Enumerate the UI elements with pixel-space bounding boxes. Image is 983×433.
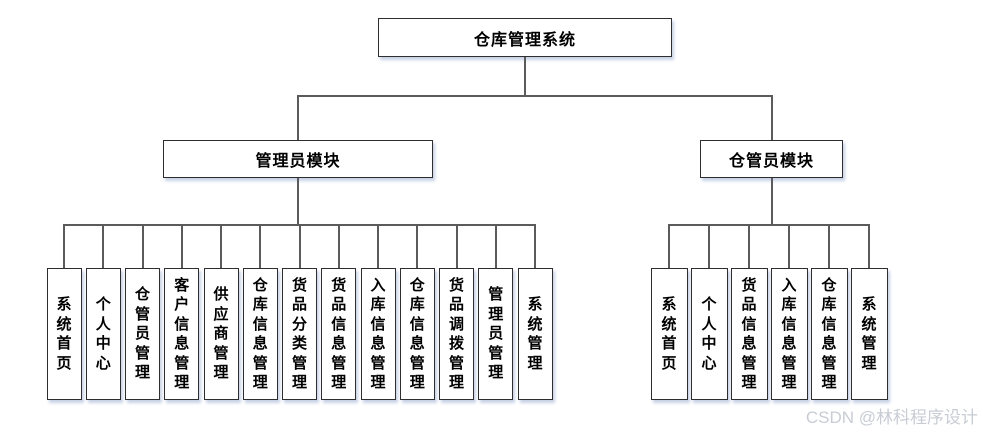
leaf-node-label: 系统管理 [861,296,877,372]
connector-line [298,225,301,268]
connector-line [770,96,773,140]
leaf-node-label: 系统首页 [661,296,677,372]
connector-line [180,225,183,268]
leaf-node: 客户信息管理 [164,268,200,400]
leaf-node-label: 仓库信息管理 [252,276,268,392]
connector-line [788,225,790,268]
module-node-warehouse-keeper: 仓管员模块 [700,140,843,178]
leaf-node: 系统管理 [517,268,553,400]
root-node: 仓库管理系统 [378,18,672,57]
leaf-node-label: 仓库信息管理 [821,276,837,392]
connector-line [377,225,379,268]
leaf-node-label: 仓库信息管理 [409,276,425,392]
leaf-node: 个人中心 [85,268,121,400]
leaf-node: 仓库信息管理 [399,268,435,400]
connector-line [708,225,710,268]
watermark: CSDN @林科程序设计 [805,408,978,427]
leaf-node: 货品信息管理 [730,268,768,400]
connector-line [102,225,105,268]
leaf-node: 个人中心 [690,268,728,400]
root-node-label: 仓库管理系统 [473,31,576,49]
connector-line [534,225,536,268]
leaf-node: 仓管员管理 [125,268,160,400]
leaf-node-label: 系统管理 [527,296,543,372]
leaf-node: 管理员管理 [478,268,514,400]
connector-line [259,225,262,268]
connector-line [297,95,773,97]
connector-line [828,225,830,268]
connector-line [416,225,419,268]
leaf-node: 仓库信息管理 [242,268,278,400]
connector-line [455,225,458,268]
leaf-node-label: 管理员管理 [488,286,504,382]
connector-line [668,225,670,268]
connector-line [868,225,870,268]
leaf-node: 入库信息管理 [770,268,808,400]
leaf-node: 系统管理 [850,268,888,400]
connector-line [297,178,299,225]
leaf-node: 入库信息管理 [360,268,396,400]
leaf-node: 供应商管理 [203,268,239,400]
leaf-node-label: 货品调拨管理 [448,276,464,392]
leaf-node-label: 货品分类管理 [291,276,307,392]
connector-line [770,178,773,225]
leaf-node-label: 供应商管理 [213,286,229,382]
leaf-node-label: 个人中心 [95,296,111,372]
leaf-node: 仓库信息管理 [810,268,848,400]
leaf-node-label: 货品信息管理 [331,276,347,392]
leaf-node: 系统首页 [650,268,688,400]
connector-line [748,225,750,268]
connector-line [524,57,526,96]
connector-line [337,225,340,268]
connector-line [63,225,65,268]
connector-line [297,96,299,140]
connector-line [141,225,144,268]
module-node-warehouse-keeper-label: 仓管员模块 [728,153,814,170]
leaf-node-label: 个人中心 [701,296,717,372]
leaf-node: 系统首页 [46,268,82,400]
leaf-node-label: 货品信息管理 [741,276,757,392]
leaf-node-label: 系统首页 [56,296,72,372]
connector-line [494,225,497,268]
leaf-node-label: 入库信息管理 [781,276,797,392]
leaf-node-label: 仓管员管理 [134,286,150,382]
leaf-node: 货品调拨管理 [439,268,474,400]
leaf-node-label: 入库信息管理 [370,276,386,392]
connector-line [668,224,870,226]
connector-line [220,225,222,268]
module-node-admin-label: 管理员模块 [255,153,341,170]
leaf-node: 货品信息管理 [321,268,357,400]
leaf-node: 货品分类管理 [282,268,317,400]
leaf-node-label: 客户信息管理 [174,276,190,392]
module-node-admin: 管理员模块 [163,140,433,178]
